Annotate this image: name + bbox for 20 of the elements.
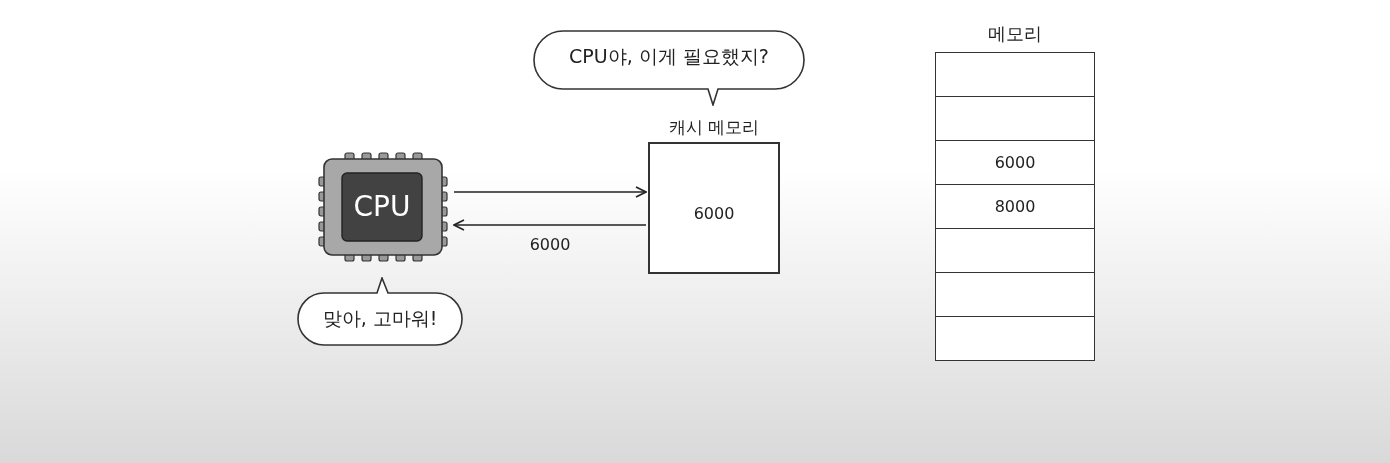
memory-cell xyxy=(935,96,1095,141)
arrow xyxy=(453,219,647,231)
box-heading: 캐시 메모리 xyxy=(667,116,761,139)
bubble-text: 맞아, 고마워! xyxy=(321,306,439,331)
stored-value: 6000 xyxy=(993,153,1037,172)
bubble-text: CPU야, 이게 필요했지? xyxy=(568,44,770,69)
speech-bubble xyxy=(297,277,463,346)
edge-label: 6000 xyxy=(529,235,571,254)
memory-cell xyxy=(935,316,1095,361)
chip-label: CPU xyxy=(352,190,412,223)
box-heading: 메모리 xyxy=(987,22,1043,46)
memory-cell xyxy=(935,272,1095,317)
arrow xyxy=(453,186,647,198)
stored-value: 8000 xyxy=(993,197,1037,216)
memory-cell xyxy=(935,228,1095,273)
memory-cell xyxy=(935,140,1095,185)
memory-cell xyxy=(935,52,1095,97)
stored-value: 6000 xyxy=(692,204,736,223)
memory-cell xyxy=(935,184,1095,229)
speech-bubble xyxy=(533,30,805,106)
